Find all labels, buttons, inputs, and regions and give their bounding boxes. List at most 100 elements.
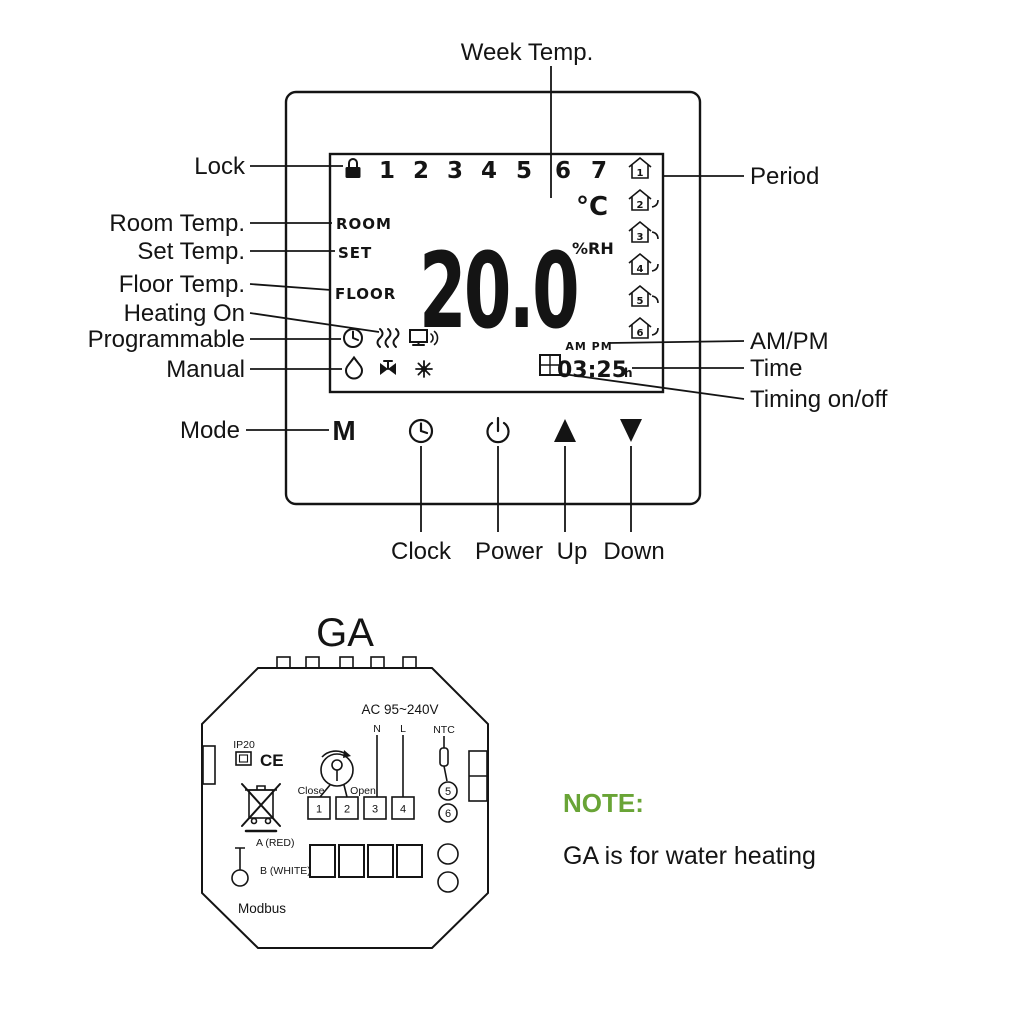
programmable-label: Programmable [88, 326, 245, 353]
time-label: Time [750, 355, 802, 382]
valve-open-label: Open [350, 785, 376, 797]
class-ii-icon [235, 751, 252, 766]
week-day-5: 5 [516, 158, 532, 184]
mounting-tabs [276, 656, 417, 669]
modbus-probe-icon [231, 847, 249, 887]
period-number-1: 1 [637, 168, 644, 179]
week-day-1: 1 [379, 158, 395, 184]
time-readout: 03:25 [557, 358, 627, 383]
power-wires [376, 735, 404, 797]
week-day-4: 4 [481, 158, 497, 184]
down-button-icon [620, 419, 642, 442]
mode-button: M [332, 415, 355, 446]
heating-coil-icon [376, 328, 400, 348]
programmable-clock-icon [343, 328, 363, 348]
front-callouts: Week Temp. Lock Room Temp. Set Temp. Flo… [88, 39, 888, 565]
note-body: GA is for water heating [563, 842, 816, 870]
modbus-label: Modbus [238, 901, 286, 916]
up-button-icon [554, 419, 576, 442]
timing-on-off-leader [562, 373, 745, 400]
week-day-7: 7 [591, 158, 607, 184]
down-label: Down [603, 538, 664, 565]
terminal-4: 4 [400, 804, 406, 816]
terminal-6: 6 [445, 808, 451, 820]
note-title: NOTE: [563, 788, 644, 818]
bottom-connector-slots [309, 844, 423, 878]
wire-l-label: L [400, 723, 406, 735]
power-button-icon [486, 416, 510, 444]
week-day-3: 3 [447, 158, 463, 184]
ntc-label: NTC [433, 724, 455, 736]
ntc-sensor-icon [439, 736, 449, 782]
period-house-icons: 1 2 3 4 5 [628, 156, 659, 339]
power-rating-label: AC 95~240V [362, 702, 439, 717]
flame-icon [344, 355, 364, 380]
lcd-room-label: ROOM [336, 215, 392, 233]
ip-rating-label: IP20 [233, 739, 255, 751]
valve-icon [380, 360, 396, 375]
humidity-unit: %RH [572, 239, 614, 258]
temperature-readout: 20.0 [419, 230, 577, 352]
heating-on-label: Heating On [124, 300, 245, 327]
right-connector-slot [468, 750, 488, 802]
period-house-4: 4 [628, 252, 659, 275]
lock-label: Lock [194, 153, 246, 180]
ga-title: GA [316, 611, 374, 655]
timing-on-off-label: Timing on/off [750, 386, 888, 413]
valve-actuator-icon [319, 750, 354, 798]
period-label: Period [750, 163, 819, 190]
period-arrow-icon [651, 327, 659, 336]
terminal-1: 1 [316, 804, 322, 816]
heating-on-leader [249, 312, 380, 333]
sun-icon [415, 360, 433, 378]
set-temp-label: Set Temp. [137, 238, 245, 265]
lcd-set-label: SET [338, 244, 372, 262]
wiring-terminals: 1 2 3 4 [307, 796, 415, 820]
floor-temp-label: Floor Temp. [119, 271, 245, 298]
wire-a-label: A (RED) [256, 837, 295, 849]
lock-icon [345, 158, 361, 178]
mode-label: Mode [180, 417, 240, 444]
period-arrow-icon [651, 199, 659, 208]
manual-label: Manual [166, 356, 245, 383]
week-day-numbers: 1 2 3 4 5 6 7 [379, 158, 607, 184]
front-panel-diagram: 1 2 3 4 5 6 7 1 2 3 [284, 90, 702, 506]
period-arrow-icon [651, 231, 659, 240]
terminal-5: 5 [445, 786, 451, 798]
week-day-2: 2 [413, 158, 429, 184]
celsius-unit: °C [576, 192, 608, 222]
room-temp-label: Room Temp. [109, 210, 245, 237]
timing-on-off-icon [539, 354, 561, 376]
period-number-5: 5 [637, 296, 644, 307]
am-pm-indicator: AM PM [565, 340, 612, 353]
wire-b-label: B (WHITE) [260, 865, 311, 877]
period-house-2: 2 [628, 188, 659, 211]
lcd-floor-label: FLOOR [335, 285, 396, 303]
terminal-2: 2 [344, 804, 350, 816]
am-pm-label: AM/PM [750, 328, 829, 355]
thermostat-body [284, 90, 702, 506]
power-label: Power [475, 538, 543, 565]
side-clip [202, 745, 216, 785]
wire-n-label: N [373, 723, 381, 735]
period-number-3: 3 [637, 232, 644, 243]
period-house-6: 6 [628, 316, 659, 339]
period-number-4: 4 [637, 264, 644, 275]
period-house-1: 1 [628, 156, 652, 179]
valve-close-label: Close [298, 785, 325, 797]
weee-bin-icon [241, 783, 281, 833]
terminal-3: 3 [372, 804, 378, 816]
period-house-3: 3 [628, 220, 659, 243]
period-number-2: 2 [637, 200, 644, 211]
time-hour-unit: h [624, 366, 633, 380]
week-temp-label: Week Temp. [461, 39, 594, 66]
period-arrow-icon [651, 295, 659, 304]
clock-label: Clock [391, 538, 452, 565]
clock-button-icon [408, 418, 434, 444]
external-sensor-icon [409, 329, 439, 346]
lcd-screen [328, 152, 665, 394]
period-number-6: 6 [637, 328, 644, 339]
sensor-terminals: 5 6 [438, 781, 458, 823]
screw-holes [437, 843, 459, 893]
